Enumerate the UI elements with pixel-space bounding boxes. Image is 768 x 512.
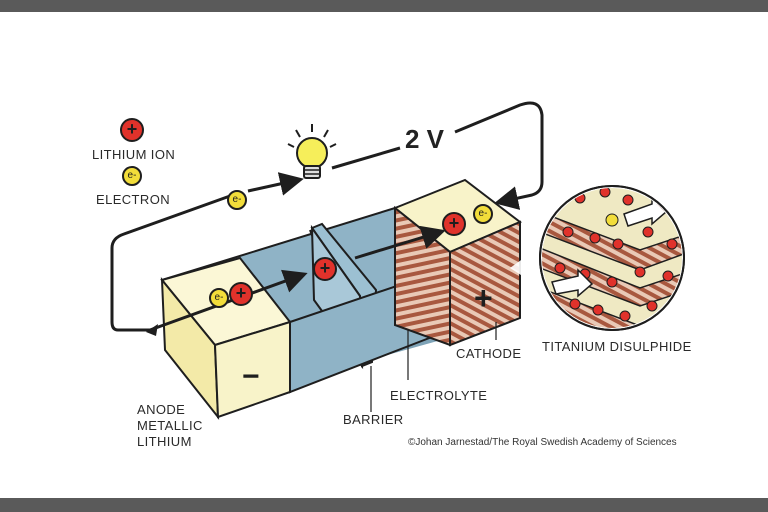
negative-terminal-sign: − <box>242 360 260 393</box>
legend-electron-icon: e- <box>122 166 142 186</box>
anode-label: ANODE METALLIC LITHIUM <box>137 402 203 449</box>
circuit-wire-right <box>454 101 544 210</box>
battery-diagram <box>110 101 685 421</box>
circuit-wire-left <box>110 194 231 332</box>
circuit-wire-top-left <box>247 172 304 196</box>
ion-arrow-middle <box>354 225 446 260</box>
legend-lithium-ion-label: LITHIUM ION <box>92 147 176 162</box>
light-bulb-icon <box>287 124 337 179</box>
top-border <box>0 0 768 12</box>
voltage-label: 2 V <box>405 124 445 154</box>
wire-electron: e- <box>227 190 247 210</box>
titanium-disulphide-label: TITANIUM DISULPHIDE <box>542 339 692 354</box>
cathode-label: CATHODE <box>456 346 522 361</box>
legend-lithium-ion-icon: + <box>120 118 144 142</box>
diagram-canvas: + LITHIUM ION e- ELECTRON 2 V e- e- + + … <box>0 12 768 498</box>
cathode-lithium-ion: + <box>442 212 466 236</box>
positive-terminal-sign: + <box>474 280 493 316</box>
electrolyte-label: ELECTROLYTE <box>390 388 488 403</box>
circuit-wire-top-right <box>331 146 401 170</box>
legend-electron-label: ELECTRON <box>96 192 170 207</box>
cathode-electron: e- <box>473 204 493 224</box>
magnifier-circle-icon <box>539 185 685 331</box>
barrier-lithium-ion: + <box>313 257 337 281</box>
anode-electron: e- <box>209 288 229 308</box>
cathode-block <box>393 178 522 347</box>
image-credit: ©Johan Jarnestad/The Royal Swedish Acade… <box>408 437 677 448</box>
anode-lithium-ion: + <box>229 282 253 306</box>
bottom-border <box>0 498 768 512</box>
barrier-label: BARRIER <box>343 412 404 427</box>
